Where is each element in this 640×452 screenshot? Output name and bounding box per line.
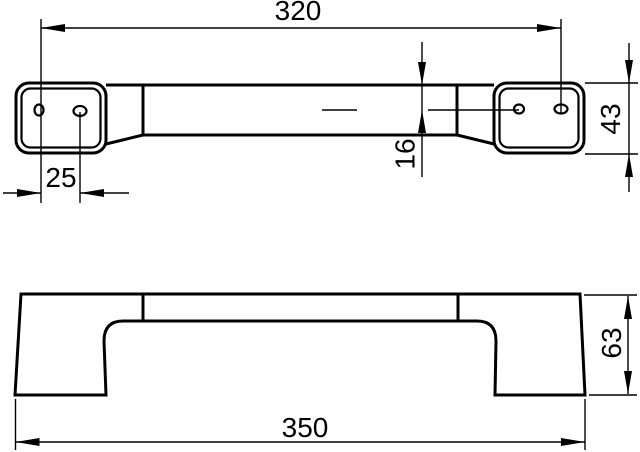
left-plate-hole-left — [33, 103, 45, 117]
dim-350: 350 — [14, 399, 586, 450]
handle-front-outline — [13, 292, 587, 397]
dim-16-arrow-top — [418, 62, 426, 85]
left-plate-inner — [20, 87, 102, 149]
dim-63: 63 — [584, 294, 637, 396]
dim-25-label: 25 — [45, 162, 76, 193]
dim-320-arrow-left — [41, 24, 65, 32]
dim-16-arrow-bottom — [418, 110, 426, 133]
front-view: 350 63 — [13, 292, 637, 450]
dim-25-arrow-right — [80, 189, 104, 197]
dim-63-arrow-bottom — [624, 371, 632, 394]
dim-350-arrow-left — [15, 438, 40, 446]
dim-43-label: 43 — [595, 103, 626, 134]
dim-25: 25 — [3, 112, 129, 203]
dim-43-arrow-bottom — [625, 154, 633, 177]
dim-16-label: 16 — [390, 138, 421, 169]
dim-16: 16 — [322, 42, 519, 177]
right-plate-inner — [498, 87, 580, 149]
dim-63-label: 63 — [596, 327, 627, 358]
bar-left-taper — [105, 133, 144, 146]
dim-43-arrow-top — [625, 60, 633, 83]
dim-350-label: 350 — [282, 412, 329, 443]
dim-320: 320 — [40, 0, 562, 203]
left-plate-plan — [14, 81, 108, 155]
right-plate-hole-left — [512, 103, 526, 115]
dim-350-arrow-right — [561, 438, 585, 446]
top-view: 320 25 16 43 — [3, 0, 638, 203]
right-plate-outer — [492, 81, 586, 155]
dim-25-arrow-left — [17, 189, 41, 197]
dim-43: 43 — [585, 43, 638, 192]
dim-63-arrow-top — [624, 296, 632, 319]
left-plate-outer — [14, 81, 108, 155]
dim-320-arrow-right — [537, 24, 561, 32]
dim-320-label: 320 — [275, 0, 322, 26]
grip-bar-plan — [105, 83, 495, 146]
bar-right-taper — [456, 133, 495, 146]
right-plate-plan — [492, 81, 586, 155]
